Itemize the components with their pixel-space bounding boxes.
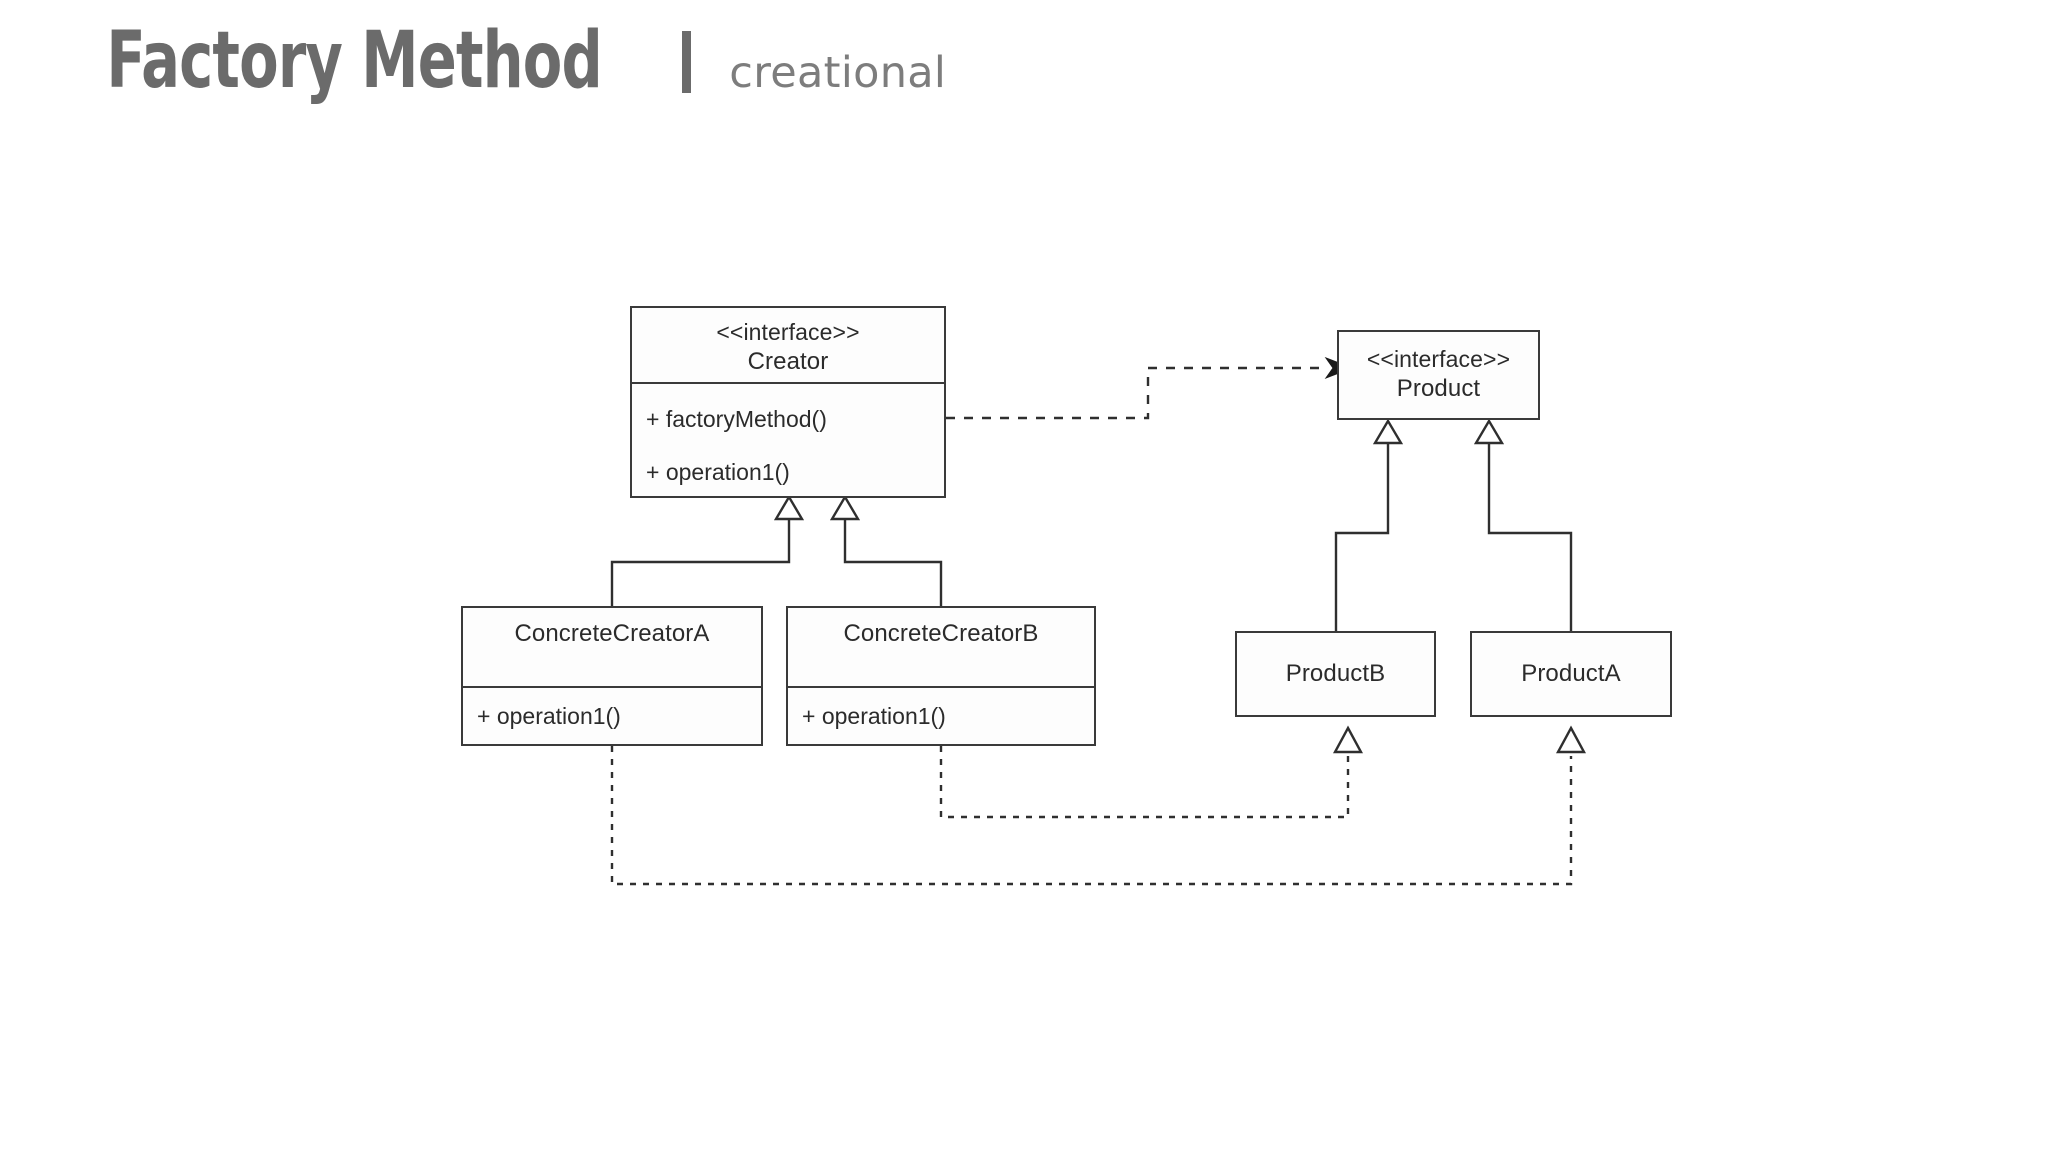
class-header-product: <<interface>> Product [1339,332,1538,418]
class-member: + factoryMethod() [646,406,827,433]
class-name: ProductA [1521,660,1621,688]
pattern-category-label: creational [729,48,947,98]
class-box-concretecreatorb[interactable]: ConcreteCreatorB + operation1() [786,606,1096,746]
class-stereotype: <<interface>> [1366,346,1511,373]
class-box-creator[interactable]: <<interface>> Creator + factoryMethod() … [630,306,946,498]
edge-productb-to-product [1334,418,1404,631]
edge-creator-to-product [946,356,1354,420]
class-operations-concretecreatorb: + operation1() [788,686,1094,744]
class-name: ConcreteCreatorA [514,620,710,647]
class-header-concretecreatorb: ConcreteCreatorB [788,608,1094,686]
page-title: Factory Method [106,16,602,106]
class-member: + operation1() [646,458,790,485]
class-box-producta[interactable]: ProductA [1470,631,1672,717]
class-name: ProductB [1285,660,1386,688]
class-name: ConcreteCreatorB [843,620,1039,647]
class-header-producta: ProductA [1472,633,1670,715]
class-box-productb[interactable]: ProductB [1235,631,1436,717]
class-header-creator: <<interface>> Creator [632,308,944,382]
class-member: + operation1() [477,702,621,729]
slide-title-bar: Factory Method creational [52,22,946,100]
class-name: Product [1396,375,1481,403]
edge-producta-to-product [1473,418,1573,631]
class-header-concretecreatora: ConcreteCreatorA [463,608,761,686]
class-member: + operation1() [802,702,946,729]
class-operations-concretecreatora: + operation1() [463,686,761,744]
class-box-concretecreatora[interactable]: ConcreteCreatorA + operation1() [461,606,763,746]
class-name: Creator [747,348,829,376]
edge-concretecreatorb-to-productb [939,725,1364,819]
edge-concretecreatora-to-producta [610,725,1587,886]
class-operations-creator: + factoryMethod() + operation1() [632,381,944,496]
title-divider [682,31,692,93]
class-stereotype: <<interface>> [716,319,860,345]
edge-concretecreatorb-to-creator [829,494,943,606]
class-box-product[interactable]: <<interface>> Product [1337,330,1540,420]
edge-concretecreatora-to-creator [610,494,805,606]
class-header-productb: ProductB [1237,633,1434,715]
